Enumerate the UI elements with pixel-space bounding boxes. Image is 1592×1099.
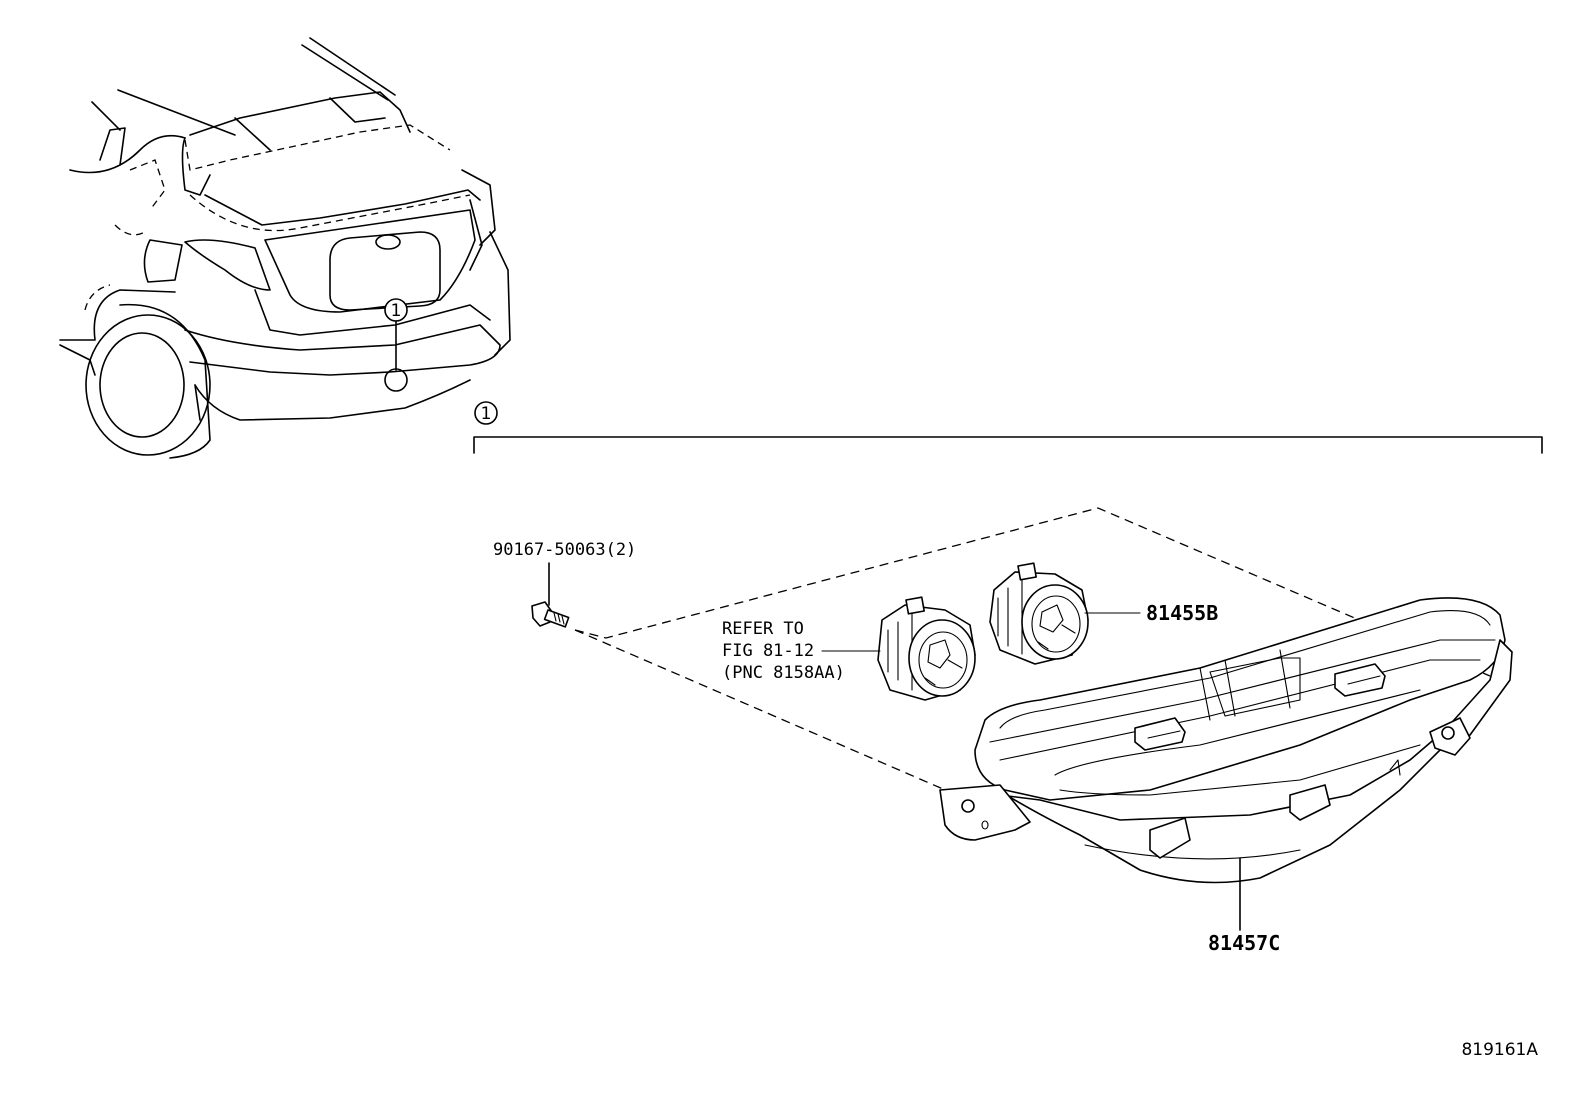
- figure-id: 819161A: [1461, 1040, 1538, 1060]
- assembly-guide-lines: [574, 507, 1491, 793]
- assembly-bracket: [473, 401, 1543, 454]
- socket-part-number: 81455B: [1146, 601, 1218, 625]
- bolt-part-number: 90167-50063(2): [493, 540, 636, 560]
- bulb-socket-icon: [821, 562, 1141, 701]
- lamp-part-number: 81457C: [1208, 931, 1280, 955]
- lamp-housing-icon: [939, 597, 1513, 931]
- bolt-icon: [531, 562, 570, 628]
- assembly-callout-number: 1: [481, 404, 492, 424]
- bulb-note-line1: REFER TO: [722, 619, 804, 639]
- bulb-note-line3: (PNC 8158AA): [722, 663, 845, 683]
- car-callout-number: 1: [391, 301, 402, 321]
- bulb-note-line2: FIG 81-12: [722, 641, 814, 661]
- car-rear-icon: [59, 37, 511, 459]
